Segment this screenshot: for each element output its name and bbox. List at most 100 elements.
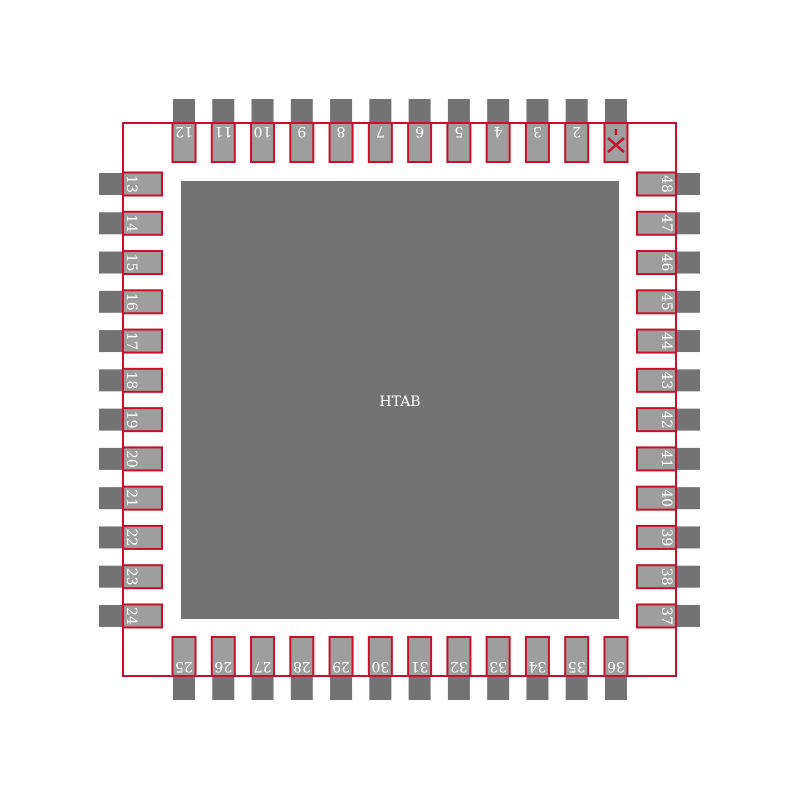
pad-11 [210, 122, 236, 163]
pad-24 [122, 603, 163, 629]
pad-19 [122, 407, 163, 433]
pad-17 [122, 328, 163, 354]
pad-40 [636, 485, 677, 511]
pin-label-46: 46 [658, 254, 674, 272]
pin-label-36: 36 [607, 658, 625, 674]
pin-label-11: 11 [214, 123, 232, 139]
pad-14 [122, 210, 163, 236]
pad-26 [210, 636, 236, 677]
pin-label-16: 16 [123, 293, 139, 311]
pin-label-15: 15 [123, 254, 139, 272]
pad-33 [485, 636, 511, 677]
pin-label-35: 35 [568, 658, 586, 674]
pad-7 [367, 122, 393, 163]
pad-29 [328, 636, 354, 677]
pad-28 [289, 636, 315, 677]
pin-label-3: 3 [533, 123, 542, 139]
pad-41 [636, 446, 677, 472]
pin-label-24: 24 [123, 607, 139, 625]
pin-label-17: 17 [123, 332, 139, 350]
pad-2 [564, 122, 590, 163]
pad-38 [636, 564, 677, 590]
pad-9 [289, 122, 315, 163]
pin-label-12: 12 [175, 123, 193, 139]
pin-label-19: 19 [123, 411, 139, 429]
pad-16 [122, 289, 163, 315]
pad-10 [250, 122, 276, 163]
pin-label-25: 25 [175, 658, 193, 674]
pad-36 [603, 636, 629, 677]
pad-25 [171, 636, 197, 677]
pin1-cross-stroke-b [607, 137, 625, 153]
pad-23 [122, 564, 163, 590]
pin-label-40: 40 [658, 489, 674, 507]
pin-label-18: 18 [123, 371, 139, 389]
thermal-pad [181, 181, 619, 619]
pin-label-38: 38 [658, 568, 674, 586]
pin-label-34: 34 [528, 658, 546, 674]
pin-label-32: 32 [450, 658, 468, 674]
pad-47 [636, 210, 677, 236]
pin-label-43: 43 [658, 371, 674, 389]
pin-label-45: 45 [658, 293, 674, 311]
pin-label-21: 21 [123, 489, 139, 507]
pad-22 [122, 524, 163, 550]
pin-label-30: 30 [371, 658, 389, 674]
pin-label-6: 6 [415, 123, 424, 139]
pin-label-26: 26 [214, 658, 232, 674]
pin-label-14: 14 [123, 214, 139, 232]
pad-37 [636, 603, 677, 629]
pin-label-9: 9 [297, 123, 306, 139]
pin-label-4: 4 [494, 123, 503, 139]
pad-43 [636, 367, 677, 393]
pin-label-10: 10 [254, 123, 272, 139]
pin-label-48: 48 [658, 175, 674, 193]
pin-label-31: 31 [411, 658, 429, 674]
pin-label-2: 2 [572, 123, 581, 139]
pin-label-23: 23 [123, 568, 139, 586]
pad-3 [524, 122, 550, 163]
pad-18 [122, 367, 163, 393]
pin-label-44: 44 [658, 332, 674, 350]
body-outline [122, 122, 677, 677]
pad-31 [407, 636, 433, 677]
pin-label-29: 29 [332, 658, 350, 674]
pad-32 [446, 636, 472, 677]
pin-label-37: 37 [658, 607, 674, 625]
pad-copper [122, 122, 677, 677]
pad-46 [636, 250, 677, 276]
pin-label-41: 41 [658, 450, 674, 468]
pin-label-47: 47 [658, 214, 674, 232]
pad-27 [250, 636, 276, 677]
pad-8 [328, 122, 354, 163]
pad-35 [564, 636, 590, 677]
pad-6 [407, 122, 433, 163]
pin-label-42: 42 [658, 411, 674, 429]
pad-12 [171, 122, 197, 163]
pin-label-22: 22 [123, 529, 139, 547]
pad-4 [485, 122, 511, 163]
pad-34 [524, 636, 550, 677]
pin-label-13: 13 [123, 175, 139, 193]
pin-label-8: 8 [337, 123, 346, 139]
pad-30 [367, 636, 393, 677]
pad-20 [122, 446, 163, 472]
pin-label-20: 20 [123, 450, 139, 468]
pad-15 [122, 250, 163, 276]
pin-label-28: 28 [293, 658, 311, 674]
pin-label-5: 5 [454, 123, 463, 139]
thermal-pad-label: HTAB [379, 394, 420, 410]
pad-48 [636, 171, 677, 197]
pin-label-33: 33 [489, 658, 507, 674]
pad-5 [446, 122, 472, 163]
pad-42 [636, 407, 677, 433]
pad-45 [636, 289, 677, 315]
pin-label-27: 27 [254, 658, 272, 674]
pin-label-7: 7 [376, 123, 385, 139]
pin-label-39: 39 [658, 529, 674, 547]
pad-13 [122, 171, 163, 197]
pad-39 [636, 524, 677, 550]
pad-21 [122, 485, 163, 511]
